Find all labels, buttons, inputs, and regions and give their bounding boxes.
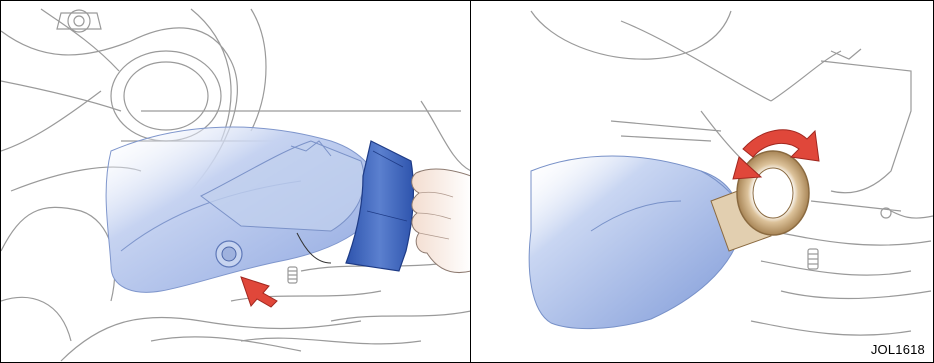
push-arrow-icon xyxy=(241,277,277,307)
left-illustration xyxy=(1,1,471,362)
hand xyxy=(412,169,471,273)
blue-tube xyxy=(529,156,741,329)
right-illustration xyxy=(471,1,933,362)
figure-code: JOL1618 xyxy=(871,342,925,357)
right-panel xyxy=(471,1,933,362)
drain-ring xyxy=(737,151,809,235)
left-panel xyxy=(1,1,471,362)
drain-bolt xyxy=(216,241,242,267)
